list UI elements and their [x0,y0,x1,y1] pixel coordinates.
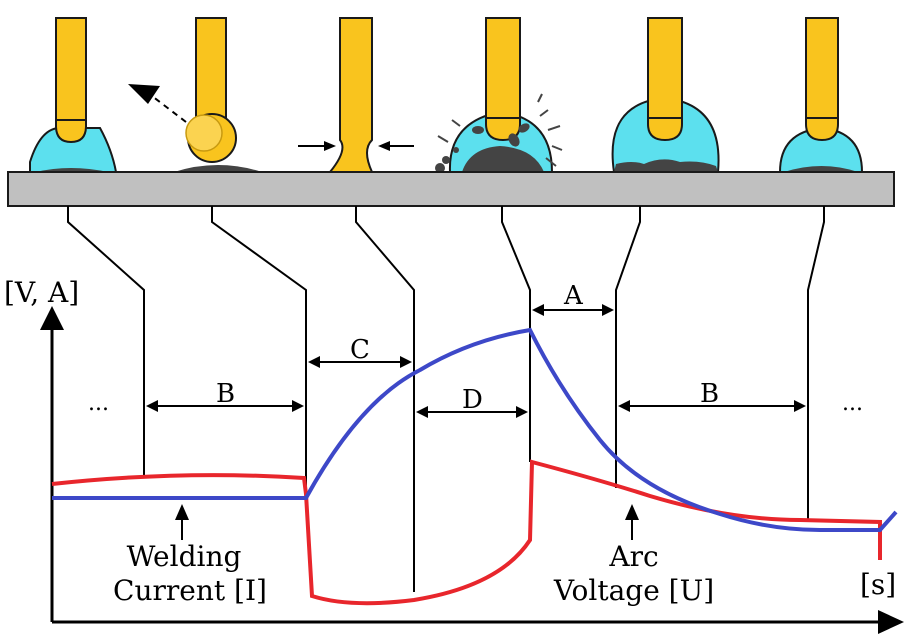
ellipsis-right: ... [842,391,863,416]
label-b-right: B [700,379,719,409]
pinch-arrow-icon-2 [378,141,390,151]
weld-pool-6 [784,166,858,172]
stage-2-droplet [128,17,262,172]
electrode-tip-6 [805,117,839,142]
connector-1 [67,206,145,478]
connector-3 [355,206,415,592]
electrode-4 [485,17,521,123]
stage-6-arc [778,17,864,173]
electrode-tip-5 [647,117,683,142]
stage-5-large-arc [611,17,720,173]
connector-5 [807,206,825,520]
label-d: D [462,385,483,415]
label-b-left: B [216,379,235,409]
electrode-6 [805,17,839,123]
current-label-line2: Current [I] [113,574,267,607]
weld-pool-5 [614,159,718,172]
droplet-highlight [185,114,223,152]
pinch-arrow-icon [324,141,336,151]
weld-pool-4 [462,146,544,172]
ellipsis-left: ... [88,391,109,416]
current-callout-arrow-icon [175,504,189,520]
interval-markers [146,304,806,418]
signal-curves [51,327,898,606]
stage-1-arc [29,17,118,173]
stage-4-reignition [435,17,563,173]
callouts [175,504,639,540]
electrode-2 [195,17,227,119]
base-plate [7,171,895,207]
electrode-5 [647,17,683,123]
welding-current-curve [51,459,882,606]
connector-2 [211,206,307,494]
label-c: C [350,335,370,365]
y-axis-label: [V, A] [4,276,79,309]
stage-3-pinch [298,17,414,173]
x-axis-label: [s] [860,568,896,601]
connector-4-left [501,206,531,462]
electrode-3-pinched [327,17,374,173]
arc-voltage-curve [52,327,898,532]
voltage-callout-arrow-icon [625,504,639,520]
dashed-arrow-head [128,84,160,104]
voltage-label-line2: Voltage [U] [553,574,714,607]
electrode-tip-1 [55,119,87,144]
connector-4-right [615,206,641,488]
spatter-icon [435,93,563,173]
current-label-line1: Welding [127,540,242,573]
x-axis-arrow-icon [878,610,904,634]
phase-connectors [67,206,825,592]
voltage-label-line1: Arc [608,540,658,573]
electrode-stages [29,17,864,173]
axes: [V, A] [s] [4,276,904,634]
label-a: A [563,281,584,311]
dashed-arrow-icon [151,95,187,123]
y-axis-arrow-icon [40,306,64,330]
electrode-1 [55,17,87,127]
weld-pool-2 [174,165,262,172]
